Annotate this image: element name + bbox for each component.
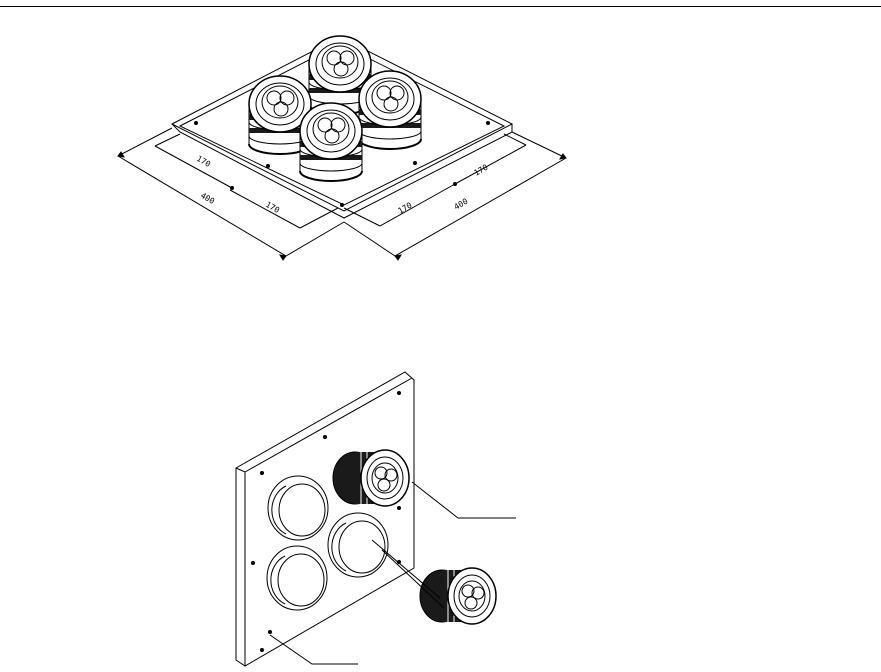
top-view-drawing: [118, 36, 566, 260]
side-view-drawing: [236, 372, 516, 666]
dim-right-overall: 400: [453, 197, 470, 212]
empty-opening-upper-left: [268, 476, 328, 540]
opening-with-module-insert: [328, 513, 388, 577]
cable-module-right: [359, 71, 421, 149]
installed-cable-module: [333, 450, 409, 506]
cable-module-front: [300, 103, 362, 181]
dim-right-middle: 170: [473, 163, 490, 178]
dim-right-inner: 170: [397, 201, 414, 216]
dim-left-overall: 400: [199, 191, 216, 206]
dim-left-inner: 170: [195, 154, 212, 169]
leader-line-module: [412, 482, 516, 518]
empty-opening-lower-left: [267, 546, 327, 610]
